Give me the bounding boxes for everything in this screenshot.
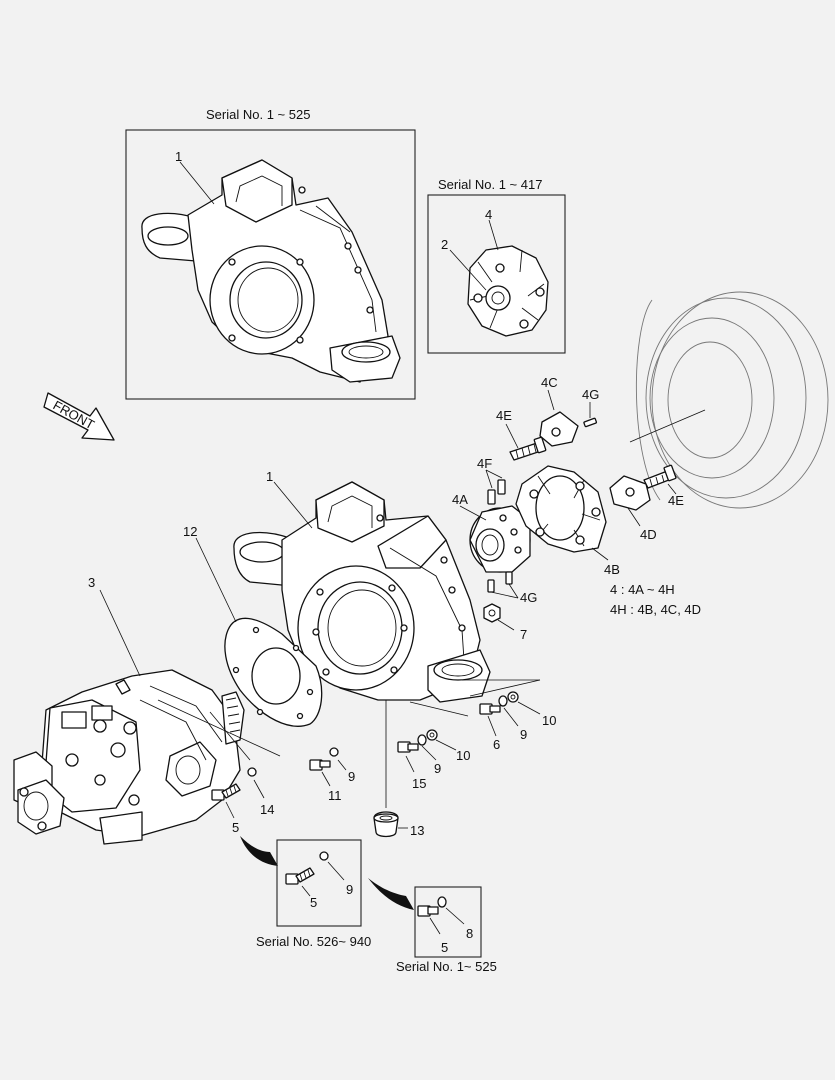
- kit-note-line-1: 4 : 4A ~ 4H: [610, 582, 675, 597]
- coupling-frame: [427, 194, 566, 354]
- callout-5-box-left: 5: [310, 895, 317, 910]
- callout-6: 6: [493, 737, 500, 752]
- front-arrow-label: FRONT: [51, 398, 97, 433]
- bolt-group-center: 15 9 10: [397, 701, 470, 791]
- callout-5-box-right: 5: [441, 940, 448, 955]
- callout-4: 4: [485, 207, 492, 222]
- callout-4F: 4F: [477, 456, 492, 471]
- callout-13: 13: [410, 823, 424, 838]
- bolt-box-right: Serial No. 1~ 525 5 8: [396, 886, 497, 974]
- callout-1-main: 1: [266, 469, 273, 484]
- plug-13: 13: [373, 811, 424, 838]
- serial-label-bolt-box-left: Serial No. 526~ 940: [256, 934, 371, 949]
- callout-14: 14: [260, 802, 274, 817]
- callout-9-b: 9: [434, 761, 441, 776]
- nut-7: 7: [483, 603, 527, 642]
- serial-label-coupling: Serial No. 1 ~ 417: [438, 177, 542, 192]
- bolt-box-right-frame: [414, 886, 482, 958]
- callout-7: 7: [520, 627, 527, 642]
- callout-4G-top: 4G: [582, 387, 599, 402]
- front-direction-arrow: FRONT: [43, 392, 115, 441]
- serial-label-bolt-box-right: Serial No. 1~ 525: [396, 959, 497, 974]
- callout-12: 12: [183, 524, 197, 539]
- callout-4E-top: 4E: [496, 408, 512, 423]
- front-arrow-icon: [43, 392, 115, 441]
- top-housing-frame: [125, 129, 416, 400]
- wheel-tire: [629, 291, 829, 509]
- callout-4A: 4A: [452, 492, 468, 507]
- bolt-box-left: Serial No. 526~ 940 5 9: [256, 839, 371, 949]
- bolt-11: 11 9: [309, 747, 355, 803]
- callout-3: 3: [88, 575, 95, 590]
- arrow-to-box-right: [368, 878, 414, 910]
- callout-10-a: 10: [542, 713, 556, 728]
- kit-note-line-2: 4H : 4B, 4C, 4D: [610, 602, 701, 617]
- callout-2: 2: [441, 237, 448, 252]
- callout-8: 8: [466, 926, 473, 941]
- callout-4D: 4D: [640, 527, 657, 542]
- bolt-box-left-frame: [276, 839, 362, 927]
- callout-9-box: 9: [346, 882, 353, 897]
- callout-1-top: 1: [175, 149, 182, 164]
- callout-4G-bottom: 4G: [520, 590, 537, 605]
- clamp-4D: 4D 4E: [609, 464, 684, 542]
- callout-5-main: 5: [232, 820, 239, 835]
- callout-4C: 4C: [541, 375, 558, 390]
- callout-15: 15: [412, 776, 426, 791]
- callout-11: 11: [328, 788, 342, 803]
- coupling-detail: Serial No. 1 ~ 417 4 2: [427, 177, 566, 354]
- main-housing: 1: [233, 469, 491, 808]
- callout-10-b: 10: [456, 748, 470, 763]
- bolt-5-main: 5 14: [211, 767, 274, 835]
- callout-9-c: 9: [348, 769, 355, 784]
- callout-4E-right: 4E: [668, 493, 684, 508]
- coupling-element-4B: 4B: [515, 465, 620, 577]
- gasket-plate: 12: [183, 524, 323, 727]
- clamp-4C: 4C 4G 4E: [496, 375, 599, 461]
- serial-label-top-housing: Serial No. 1 ~ 525: [206, 107, 310, 122]
- bolt-group-right: 6 9 10: [462, 679, 556, 752]
- callout-4B: 4B: [604, 562, 620, 577]
- hydraulic-motor: 3: [13, 575, 281, 845]
- top-housing-detail: Serial No. 1 ~ 525 1: [125, 107, 416, 400]
- callout-9-a: 9: [520, 727, 527, 742]
- arrow-to-box-left: [240, 836, 278, 866]
- coupling-hub-4A: 4A 4F 4G: [452, 456, 537, 605]
